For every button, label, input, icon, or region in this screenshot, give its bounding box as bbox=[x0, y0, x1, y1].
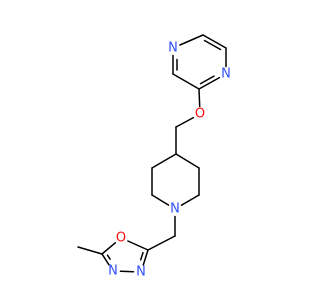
oxadiazole-nitrogen-4-label: N bbox=[108, 264, 118, 279]
single-bond bbox=[172, 73, 200, 90]
pyrazine-nitrogen-4-label: N bbox=[221, 67, 231, 82]
single-bond bbox=[127, 240, 149, 251]
single-bond bbox=[151, 194, 170, 206]
ether-oxygen: O bbox=[195, 107, 205, 122]
piperidine-nitrogen-label: N bbox=[170, 202, 180, 217]
oxadiazole-oxygen: O bbox=[116, 231, 126, 246]
single-bond bbox=[151, 153, 177, 169]
double-bond-inner bbox=[139, 251, 144, 261]
oxadiazole-nitrogen-3-label: N bbox=[136, 265, 146, 280]
double-bond-inner bbox=[106, 254, 111, 260]
pyrazine-nitrogen-1: N bbox=[168, 41, 178, 56]
oxadiazole-nitrogen-3: N bbox=[136, 265, 146, 280]
atom-layer: N N O N O N N bbox=[108, 41, 231, 280]
ether-oxygen-label: O bbox=[195, 107, 205, 122]
double-bond-inner bbox=[199, 75, 215, 85]
molecule-structure: N N O N O N N bbox=[77, 34, 231, 280]
single-bond bbox=[198, 88, 201, 108]
pyrazine-nitrogen-1-label: N bbox=[168, 41, 178, 56]
single-bond bbox=[175, 153, 200, 169]
single-bond bbox=[179, 34, 204, 46]
double-bond-outer bbox=[202, 34, 227, 49]
single-bond bbox=[175, 116, 195, 128]
double-bond-outer bbox=[198, 76, 221, 90]
pyrazine-nitrogen-4: N bbox=[221, 67, 231, 82]
single-bond bbox=[77, 246, 103, 255]
bond-layer bbox=[77, 34, 227, 273]
oxadiazole-nitrogen-4: N bbox=[108, 264, 118, 279]
single-bond bbox=[180, 194, 200, 206]
piperidine-nitrogen: N bbox=[170, 202, 180, 217]
double-bond-outer bbox=[142, 249, 149, 266]
single-bond bbox=[147, 235, 176, 251]
oxadiazole-oxygen-label: O bbox=[116, 231, 126, 246]
double-bond-inner bbox=[203, 39, 222, 51]
double-bond-outer bbox=[101, 253, 110, 266]
single-bond bbox=[101, 242, 117, 255]
